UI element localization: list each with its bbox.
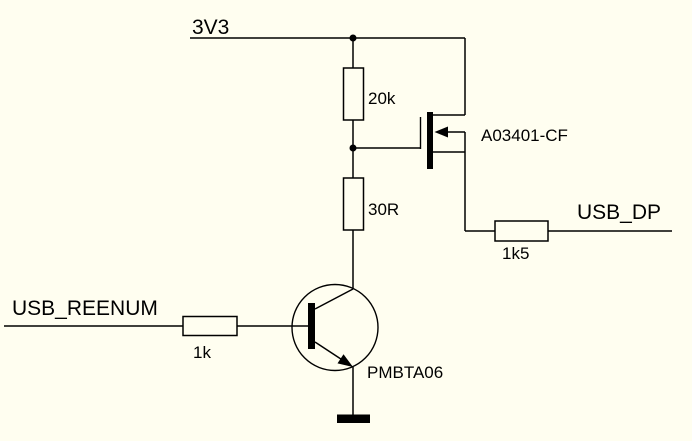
bjt-base-bar [308, 303, 315, 349]
net-label-usb-dp: USB_DP [577, 201, 661, 224]
net-label-usb-reenum: USB_REENUM [12, 297, 158, 320]
bjt-symbol [291, 283, 379, 372]
label-resistor-20k: 20k [368, 89, 396, 108]
label-resistor-1k: 1k [193, 343, 211, 362]
label-resistor-30R: 30R [368, 200, 399, 219]
mosfet-channel-bar [427, 112, 433, 169]
label-bjt-part: PMBTA06 [367, 363, 443, 382]
ground-symbol-icon [337, 414, 370, 423]
label-resistor-1k5: 1k5 [502, 244, 529, 263]
mosfet-symbol [419, 112, 466, 169]
label-mosfet-part: A03401-CF [481, 126, 568, 145]
bjt-collector-diagonal [314, 288, 354, 310]
resistor-1k-body [182, 315, 238, 337]
bjt-emitter-arrow-icon [337, 354, 353, 367]
net-label-3v3: 3V3 [192, 16, 229, 39]
resistor-1k5-body [494, 220, 549, 242]
resistor-30R-body [342, 177, 365, 231]
resistor-20k-body [342, 67, 365, 121]
mosfet-body-arrow-icon [434, 126, 448, 138]
bjt-circle [291, 283, 379, 372]
